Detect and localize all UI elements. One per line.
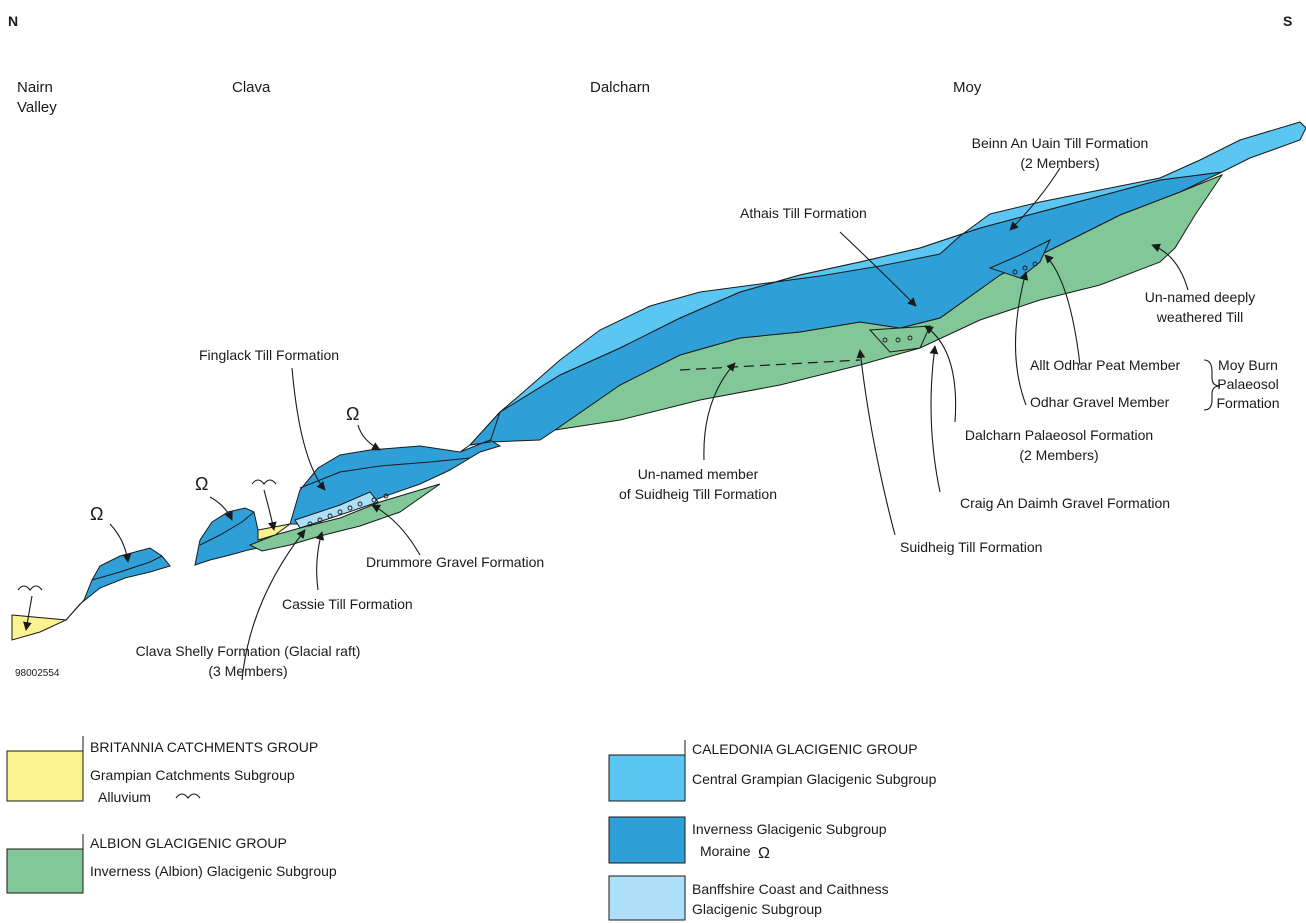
arrow-dalcharn-palaeosol	[924, 325, 957, 423]
label-cassie: Cassie Till Formation	[282, 596, 413, 612]
gravel-circles-drummore	[307, 493, 389, 527]
label-drummore: Drummore Gravel Formation	[366, 554, 544, 570]
moraine-symbol-1: Ω	[90, 504, 103, 524]
alluvium-symbol-2	[251, 479, 277, 485]
moraine-mound-clava	[194, 507, 263, 566]
arrow-unnamed-member	[703, 362, 736, 461]
direction-south: S	[1283, 13, 1292, 29]
boundary-moraine-clava	[199, 511, 255, 546]
arrow-beinn	[1009, 167, 1061, 231]
figure-code: 98002554	[15, 668, 60, 679]
arrow-cassie	[315, 531, 325, 591]
legend-inverness-subgroup: Inverness Glacigenic Subgroup	[692, 821, 887, 837]
arrow-moraine-clava	[209, 496, 233, 521]
legend-alluvium-symbol	[175, 793, 201, 799]
moy-burn-brace	[1203, 359, 1221, 411]
allt-odhar-lens	[988, 238, 1052, 279]
arrow-unnamed-deep	[1151, 243, 1189, 291]
legend-britannia-group: BRITANNIA CATCHMENTS GROUP	[90, 739, 318, 755]
legend-albion-group: ALBION GLACIGENIC GROUP	[90, 835, 287, 851]
legend-moraine-symbol: Ω	[758, 845, 770, 862]
arrow-odhar-gravel	[1014, 271, 1029, 406]
legend-swatch-banffshire	[608, 875, 686, 921]
moraine-symbol-3: Ω	[346, 404, 359, 424]
legend-inverness-note: Moraine	[700, 843, 751, 859]
arrow-athais	[839, 231, 917, 307]
legend: BRITANNIA CATCHMENTS GROUP Grampian Catc…	[6, 736, 937, 921]
alluvium-symbol-1	[17, 585, 43, 591]
arrow-moraine-north	[109, 523, 132, 563]
alluvium-deposit-nairn	[11, 614, 68, 641]
label-beinn-an-uain: Beinn An Uain Till Formation(2 Members)	[972, 135, 1149, 171]
place-clava: Clava	[232, 79, 271, 96]
legend-banffshire-line1: Banffshire Coast and Caithness	[692, 881, 889, 897]
arrow-finglack	[291, 367, 326, 491]
legend-swatch-inverness	[608, 816, 686, 864]
moraine-symbol-2: Ω	[195, 474, 208, 494]
finglack-till-mound	[289, 411, 502, 525]
direction-north: N	[8, 13, 18, 29]
arrow-allt-odhar	[1044, 254, 1081, 366]
label-suidheig: Suidheig Till Formation	[900, 539, 1042, 555]
legend-albion-subgroup: Inverness (Albion) Glacigenic Subgroup	[90, 863, 337, 879]
gravel-circles-craig	[882, 335, 913, 343]
moraine-mound-north	[65, 547, 171, 621]
label-dalcharn-palaeosol: Dalcharn Palaeosol Formation(2 Members)	[965, 427, 1153, 463]
legend-britannia-note: Alluvium	[98, 789, 151, 805]
arrow-clava-shelly	[241, 529, 306, 681]
label-craig-an-daimh: Craig An Daimh Gravel Formation	[960, 495, 1170, 511]
place-moy: Moy	[953, 79, 982, 96]
legend-banffshire-line2: Glacigenic Subgroup	[692, 901, 822, 917]
boundary-dashed-suidheig	[679, 359, 861, 371]
arrow-drummore	[371, 504, 421, 556]
label-allt-odhar: Allt Odhar Peat Member	[1030, 357, 1181, 373]
boundary-moraine-north	[91, 555, 163, 581]
legend-caledonia-subgroup: Central Grampian Glacigenic Subgroup	[692, 771, 937, 787]
legend-swatch-albion	[6, 848, 84, 894]
place-dalcharn: Dalcharn	[590, 79, 650, 96]
legend-britannia-subgroup: Grampian Catchments Subgroup	[90, 767, 295, 783]
label-clava-shelly: Clava Shelly Formation (Glacial raft)(3 …	[136, 643, 361, 679]
legend-swatch-caledonia	[608, 754, 686, 802]
legend-swatch-britannia	[6, 750, 84, 802]
arrow-craig	[929, 345, 941, 493]
arrow-suidheig	[856, 349, 896, 536]
arrow-alluvium-nairn	[23, 595, 33, 631]
arrow-alluvium-clava	[263, 489, 277, 531]
legend-caledonia-group: CALEDONIA GLACIGENIC GROUP	[692, 741, 918, 757]
central-grampian-till-band	[499, 121, 1306, 413]
clava-shelly-raft	[294, 491, 379, 529]
arrow-moraine-finglack	[357, 424, 381, 451]
alluvium-deposit-clava	[257, 523, 291, 541]
label-finglack: Finglack Till Formation	[199, 347, 339, 363]
gravel-circles-odhar	[1012, 261, 1038, 275]
label-athais: Athais Till Formation	[740, 205, 867, 221]
label-odhar-gravel: Odhar Gravel Member	[1030, 394, 1170, 410]
boundary-inverness-top	[299, 457, 471, 489]
